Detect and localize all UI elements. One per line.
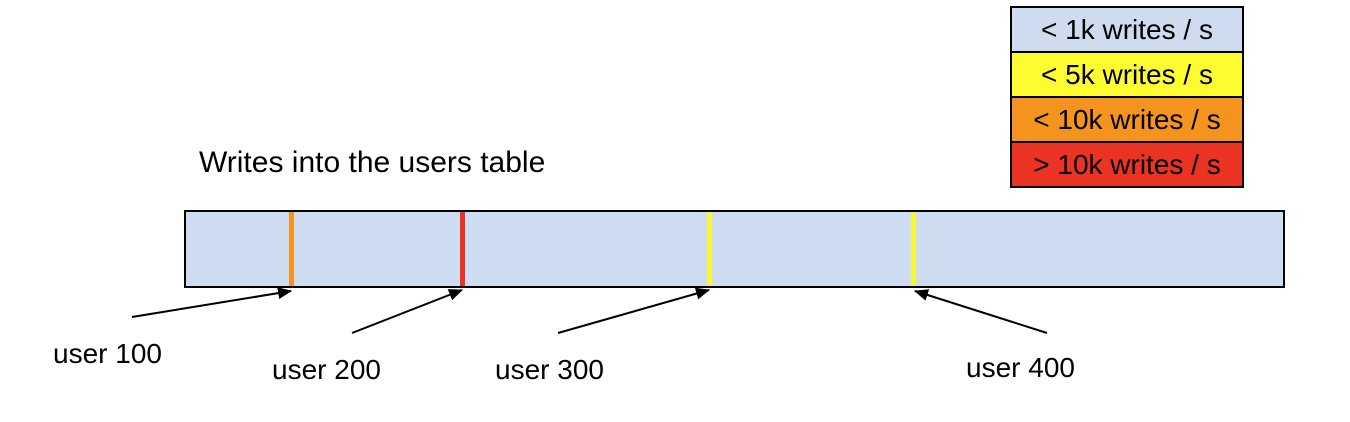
arrow-user-400 <box>914 289 1048 334</box>
user-marker-300 <box>706 212 712 286</box>
legend-item-lt-1k: < 1k writes / s <box>1010 6 1244 53</box>
user-label-200: user 200 <box>272 354 381 385</box>
legend-item-label: > 10k writes / s <box>1033 148 1221 180</box>
user-label-300: user 300 <box>495 354 604 385</box>
arrow-user-100 <box>131 287 292 318</box>
legend-item-label: < 10k writes / s <box>1033 103 1221 135</box>
legend-item-lt-10k: < 10k writes / s <box>1010 96 1244 143</box>
legend-item-gt-10k: > 10k writes / s <box>1010 141 1244 188</box>
diagram-title: Writes into the users table <box>199 146 546 179</box>
user-label-100: user 100 <box>53 338 162 369</box>
legend: < 1k writes / s < 5k writes / s < 10k wr… <box>1010 6 1244 188</box>
arrow-user-200 <box>351 289 463 334</box>
user-marker-100 <box>288 212 294 286</box>
users-table-bar <box>184 210 1285 288</box>
user-marker-400 <box>910 212 916 286</box>
arrow-user-300 <box>557 287 710 334</box>
user-marker-200 <box>459 212 465 286</box>
legend-item-label: < 5k writes / s <box>1041 58 1213 90</box>
legend-item-label: < 1k writes / s <box>1041 13 1213 45</box>
user-label-400: user 400 <box>966 352 1075 383</box>
legend-item-lt-5k: < 5k writes / s <box>1010 51 1244 98</box>
